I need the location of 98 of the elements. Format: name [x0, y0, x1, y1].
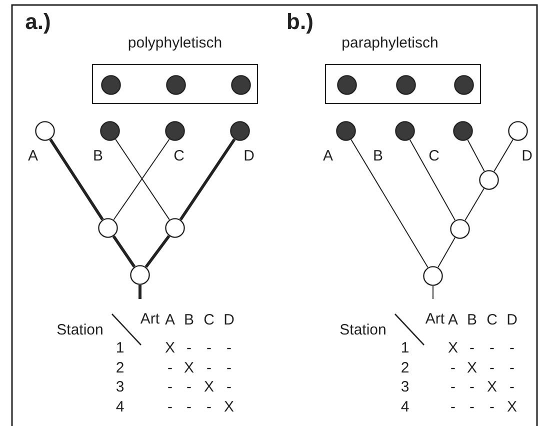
row-number: 1 — [400, 340, 410, 356]
table-entry: - — [226, 360, 232, 375]
stem-line — [138, 285, 142, 299]
species-label: D — [522, 148, 532, 164]
column-header: Art — [425, 312, 445, 326]
open-circle — [165, 218, 185, 238]
table-entry: - — [450, 360, 456, 375]
open-circle — [35, 121, 55, 141]
filled-circle — [453, 121, 473, 141]
branch-line — [179, 138, 236, 221]
filled-circle — [230, 121, 250, 141]
row-header: Station — [340, 322, 386, 338]
table-entry: - — [168, 380, 172, 394]
branch-line — [409, 139, 456, 221]
table-entry: - — [510, 360, 514, 375]
species-label: B — [93, 148, 103, 164]
row-number: 3 — [400, 380, 410, 394]
species-label: C — [428, 148, 440, 164]
table-entry: X — [204, 380, 214, 394]
filled-circle — [336, 121, 356, 141]
table-entry: - — [186, 399, 192, 414]
table-entry: X — [448, 340, 458, 356]
open-circle — [450, 219, 470, 239]
table-entry: - — [206, 340, 212, 356]
filled-circle — [100, 121, 120, 141]
row-header: Station — [56, 322, 104, 338]
panel-title: polyphyletisch — [128, 36, 222, 50]
table-entry: X — [467, 360, 477, 375]
filled-circle — [165, 121, 185, 141]
table-entry: X — [224, 399, 234, 414]
branch-line — [437, 237, 456, 268]
panel-title: paraphyletisch — [342, 36, 438, 50]
group-box — [92, 64, 258, 104]
species-label: A — [28, 148, 38, 164]
species-label: D — [244, 148, 254, 164]
table-entry: - — [490, 340, 494, 356]
filled-circle — [454, 75, 474, 95]
row-number: 3 — [116, 380, 124, 394]
table-entry: X — [487, 380, 497, 394]
open-circle — [130, 265, 150, 285]
table-entry: X — [165, 340, 175, 356]
table-entry: - — [226, 340, 232, 356]
species-label: A — [323, 148, 333, 164]
species-label: B — [373, 148, 383, 164]
column-header: A — [165, 312, 175, 328]
stem-line — [432, 286, 434, 300]
row-number: 2 — [400, 360, 410, 375]
table-entry: - — [470, 340, 474, 356]
row-number: 4 — [116, 399, 124, 414]
filled-circle — [396, 75, 416, 95]
table-entry: - — [450, 399, 456, 414]
column-header: B — [184, 312, 194, 328]
table-entry: X — [507, 399, 517, 414]
branch-line — [494, 139, 514, 172]
table-entry: - — [206, 399, 212, 414]
table-entry: - — [470, 380, 474, 394]
filled-circle — [231, 75, 251, 95]
open-circle — [508, 121, 528, 141]
branch-line — [49, 138, 104, 220]
row-number: 2 — [116, 360, 124, 375]
filled-circle — [395, 121, 415, 141]
row-number: 4 — [400, 399, 410, 414]
table-entry: X — [184, 360, 194, 375]
table-entry: - — [510, 340, 514, 356]
column-header: D — [224, 312, 234, 328]
branch-line — [464, 188, 484, 221]
branch-line — [350, 139, 428, 268]
table-entry: - — [186, 340, 192, 356]
filled-circle — [166, 75, 186, 95]
table-entry: - — [168, 399, 172, 414]
open-circle — [98, 218, 118, 238]
branch-line — [144, 235, 170, 268]
open-circle — [423, 266, 443, 286]
filled-circle — [337, 75, 357, 95]
column-header: C — [204, 312, 214, 328]
column-header: C — [486, 312, 498, 328]
table-entry: - — [186, 380, 192, 394]
table-entry: - — [206, 360, 212, 375]
table-entry: - — [470, 399, 474, 414]
table-entry: - — [490, 399, 494, 414]
column-header: A — [448, 312, 458, 328]
table-entry: - — [226, 380, 232, 394]
filled-circle — [101, 75, 121, 95]
table-entry: - — [490, 360, 494, 375]
open-circle — [479, 170, 499, 190]
panel-label: a.) — [25, 11, 51, 33]
species-label: C — [174, 148, 184, 164]
branch-line — [467, 139, 485, 172]
branch-line — [112, 235, 136, 268]
table-entry: - — [168, 360, 172, 375]
table-entry: - — [510, 380, 514, 394]
column-header: B — [467, 312, 477, 328]
table-entry: - — [450, 380, 456, 394]
group-box — [325, 64, 481, 104]
column-header: D — [506, 312, 518, 328]
row-number: 1 — [116, 340, 124, 356]
panel-label: b.) — [286, 11, 314, 33]
column-header: Art — [140, 312, 160, 326]
